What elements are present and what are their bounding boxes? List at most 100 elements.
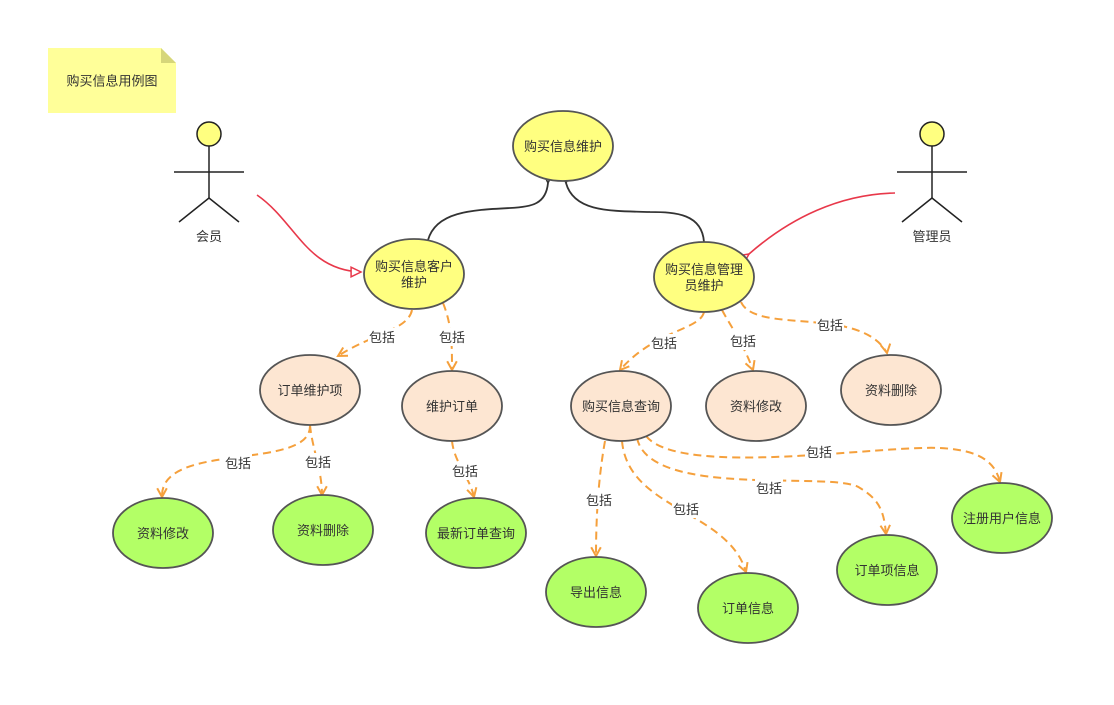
include-label: 包括: [586, 494, 612, 509]
include-label: 包括: [730, 335, 756, 350]
include-label: 包括: [305, 456, 331, 471]
edge-mgr-to-root: [560, 172, 705, 243]
include-label-bg: [368, 328, 396, 346]
include-label-bg: [672, 500, 700, 518]
edge-member-to-cust: [256, 194, 363, 278]
use-case-maintorder[interactable]: 维护订单: [401, 370, 503, 442]
note-fold: [161, 48, 176, 63]
include-label-bg: [224, 454, 252, 472]
generalize-line: [565, 182, 705, 243]
use-case-ellipse: [425, 497, 527, 569]
actor-legs: [901, 197, 963, 223]
association-line: [256, 194, 362, 273]
include-arrowhead: [590, 546, 602, 559]
include-arrowhead: [991, 471, 1003, 484]
use-case-label: 员维护: [684, 279, 723, 294]
edge-query-to-orderiteminfo: [636, 437, 891, 537]
use-case-orderinfo[interactable]: 订单信息: [697, 572, 799, 644]
include-arrowhead: [618, 359, 630, 372]
actor-label: 会员: [196, 230, 222, 245]
use-case-label: 购买信息客户: [375, 259, 453, 275]
use-case-reguser[interactable]: 注册用户信息: [951, 482, 1053, 554]
include-label: 包括: [806, 446, 832, 461]
actor-label: 管理员: [912, 230, 951, 245]
use-case-label: 资料删除: [297, 524, 349, 539]
include-line: [740, 301, 888, 354]
use-case-edit2[interactable]: 资料修改: [705, 370, 807, 442]
use-case-latest[interactable]: 最新订单查询: [425, 497, 527, 569]
include-label-bg: [451, 462, 479, 480]
use-case-ellipse: [570, 370, 672, 442]
edge-mgr-to-query: [618, 311, 705, 372]
actor-head: [196, 121, 222, 147]
use-case-label: 资料修改: [137, 527, 189, 542]
use-case-ellipse: [653, 241, 755, 313]
include-arrowhead: [466, 487, 478, 500]
include-line: [645, 435, 1001, 483]
use-case-ellipse: [951, 482, 1053, 554]
use-case-label: 注册用户信息: [963, 511, 1041, 527]
use-case-query[interactable]: 购买信息查询: [570, 370, 672, 442]
use-case-orderitem[interactable]: 订单维护项: [259, 354, 361, 426]
use-case-label: 订单信息: [722, 601, 774, 617]
use-case-root[interactable]: 购买信息维护: [512, 110, 614, 182]
use-case-ellipse: [840, 354, 942, 426]
actor-legs: [178, 197, 240, 223]
note-text: 购买信息用例图: [66, 74, 157, 90]
include-arrowhead: [879, 524, 891, 537]
use-case-ellipse: [112, 497, 214, 569]
include-line: [160, 424, 312, 498]
actor-member[interactable]: 会员: [174, 121, 244, 245]
use-case-label: 维护: [401, 276, 427, 291]
include-line: [337, 309, 413, 357]
note-body: [48, 48, 176, 113]
use-case-ellipse: [363, 238, 465, 310]
use-case-label: 购买信息查询: [582, 399, 660, 415]
use-case-orderiteminfo[interactable]: 订单项信息: [836, 534, 938, 606]
include-label: 包括: [225, 457, 251, 472]
actor-head: [919, 121, 945, 147]
use-case-label: 购买信息维护: [524, 139, 602, 155]
use-case-label: 资料修改: [730, 400, 782, 415]
include-arrowhead: [879, 343, 892, 356]
association-arrowhead: [350, 266, 363, 278]
include-label: 包括: [673, 503, 699, 518]
edge-query-to-reguser: [645, 435, 1003, 484]
use-case-export[interactable]: 导出信息: [545, 556, 647, 628]
include-label: 包括: [817, 319, 843, 334]
include-label: 包括: [369, 331, 395, 346]
include-line: [619, 311, 705, 371]
include-label: 包括: [756, 482, 782, 497]
include-label-bg: [304, 453, 332, 471]
use-case-edit1[interactable]: 资料修改: [112, 497, 214, 569]
edge-admin-to-mgr: [736, 192, 896, 266]
include-label-bg: [755, 479, 783, 497]
use-case-ellipse: [272, 494, 374, 566]
use-case-label: 维护订单: [426, 400, 478, 415]
include-label: 包括: [452, 465, 478, 480]
include-arrowhead: [156, 487, 168, 500]
use-case-label: 资料删除: [865, 384, 917, 399]
use-case-label: 导出信息: [570, 585, 622, 601]
use-case-del1[interactable]: 资料删除: [272, 494, 374, 566]
use-case-ellipse: [697, 572, 799, 644]
association-line: [748, 192, 896, 255]
use-case-ellipse: [512, 110, 614, 182]
include-arrowhead: [737, 561, 749, 574]
actor-admin[interactable]: 管理员: [897, 121, 967, 245]
use-case-label: 订单维护项: [277, 384, 342, 399]
labels-layer: 包括包括包括包括包括包括包括包括包括包括包括包括: [224, 316, 844, 518]
use-case-del2[interactable]: 资料删除: [840, 354, 942, 426]
include-label-bg: [805, 443, 833, 461]
use-case-label: 最新订单查询: [437, 526, 515, 542]
include-label-bg: [585, 491, 613, 509]
include-label-bg: [650, 334, 678, 352]
diagram-title-note: 购买信息用例图: [48, 48, 176, 113]
include-arrowhead: [744, 359, 756, 372]
edge-cust-to-orderitem: [336, 309, 413, 358]
